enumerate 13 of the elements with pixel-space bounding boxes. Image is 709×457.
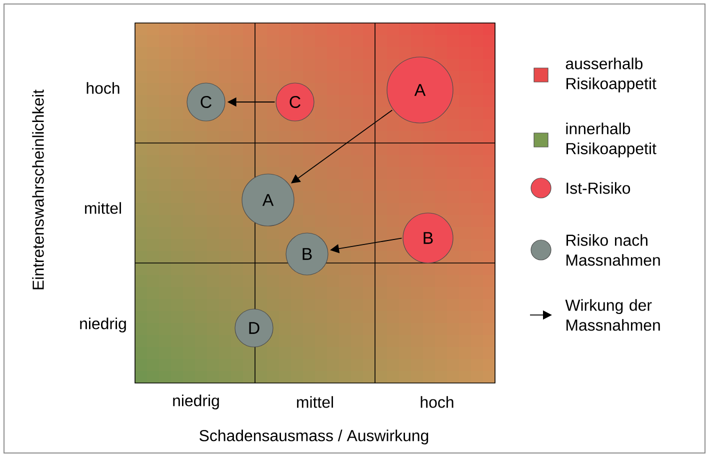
legend-label: ausserhalb Risikoappetit bbox=[566, 58, 656, 92]
legend-label: Wirkung der Massnahmen bbox=[565, 299, 660, 331]
tick-label: mittel bbox=[297, 396, 333, 408]
tick-label: mittel bbox=[85, 202, 121, 214]
tick-label: niedrig bbox=[173, 394, 219, 410]
tick-label: hoch bbox=[420, 396, 454, 408]
y-axis-title: Eintretenswahrscheinlichkeit bbox=[32, 90, 44, 290]
legend-label: Ist-Risiko bbox=[566, 182, 630, 194]
legend-label: innerhalb Risikoappetit bbox=[566, 122, 656, 158]
x-axis-title: Schadensausmass / Auswirkung bbox=[200, 430, 428, 444]
legend-label: Risiko nach Massnahmen bbox=[566, 234, 660, 266]
tick-label: niedrig bbox=[80, 318, 126, 332]
tick-label: hoch bbox=[86, 82, 120, 94]
